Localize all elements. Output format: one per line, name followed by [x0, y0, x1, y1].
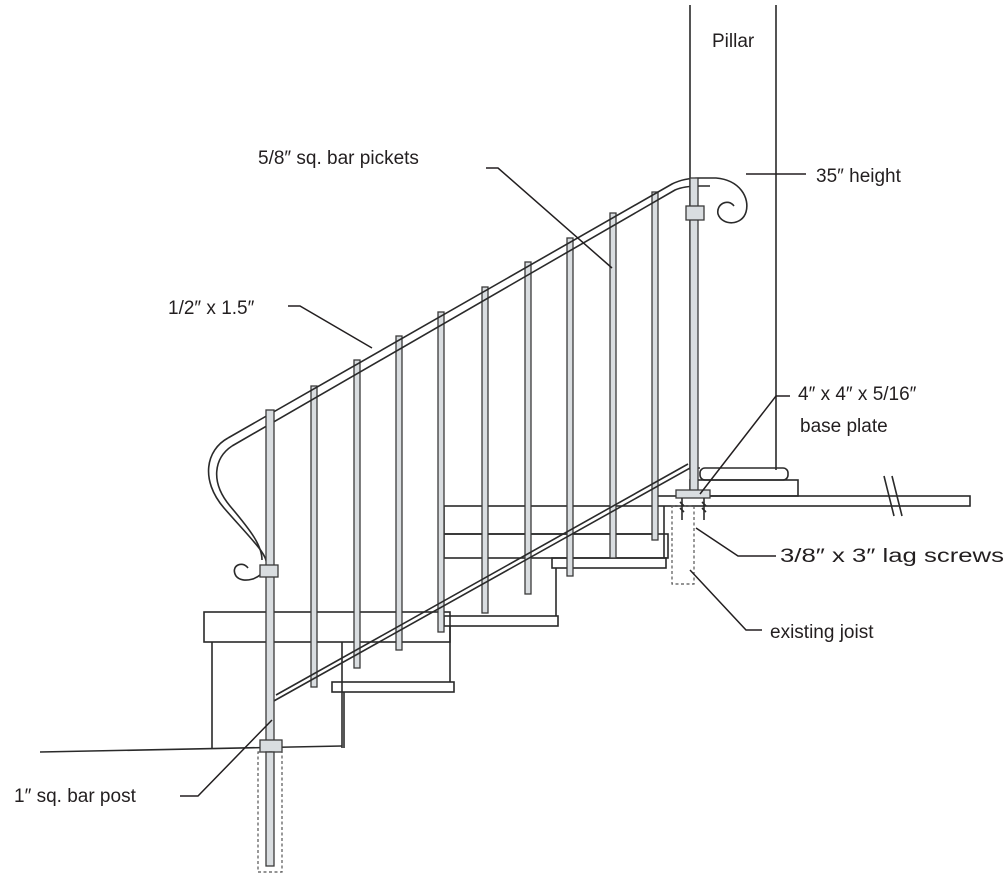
landing-block	[203, 611, 451, 748]
label-height: 35″ height	[816, 166, 902, 187]
label-joist: existing joist	[770, 622, 874, 643]
label-base-plate-line2: base plate	[800, 416, 888, 437]
picket	[609, 212, 617, 559]
picket	[310, 385, 318, 688]
leader-lines	[180, 167, 806, 797]
post-collar	[259, 564, 279, 578]
top-handrail	[207, 177, 748, 581]
ground-line	[39, 745, 343, 753]
picket	[353, 359, 361, 669]
label-rail: 1/2″ x 1.5″	[168, 298, 255, 319]
picket	[437, 311, 445, 633]
top-post	[689, 177, 699, 493]
base-plate	[675, 489, 711, 520]
pickets	[310, 191, 659, 688]
post-collar	[259, 739, 283, 753]
label-lag-screws: 3/8″ x 3″ lag screws	[780, 546, 1004, 567]
bottom-post	[265, 409, 275, 751]
picket	[524, 261, 532, 595]
existing-joist	[671, 505, 695, 585]
label-pickets: 5/8″ sq. bar pickets	[258, 148, 419, 169]
posts	[257, 177, 705, 873]
post-embed	[265, 751, 275, 867]
label-base-plate-line1: 4″ x 4″ x 5/16″	[798, 384, 917, 405]
post-collar	[685, 205, 705, 221]
picket	[481, 286, 489, 614]
picket	[395, 335, 403, 651]
label-post: 1″ sq. bar post	[14, 786, 137, 807]
picket	[651, 191, 659, 541]
stairs	[331, 505, 669, 748]
picket	[566, 237, 574, 577]
label-pillar: Pillar	[712, 31, 755, 52]
pillar	[689, 5, 799, 497]
